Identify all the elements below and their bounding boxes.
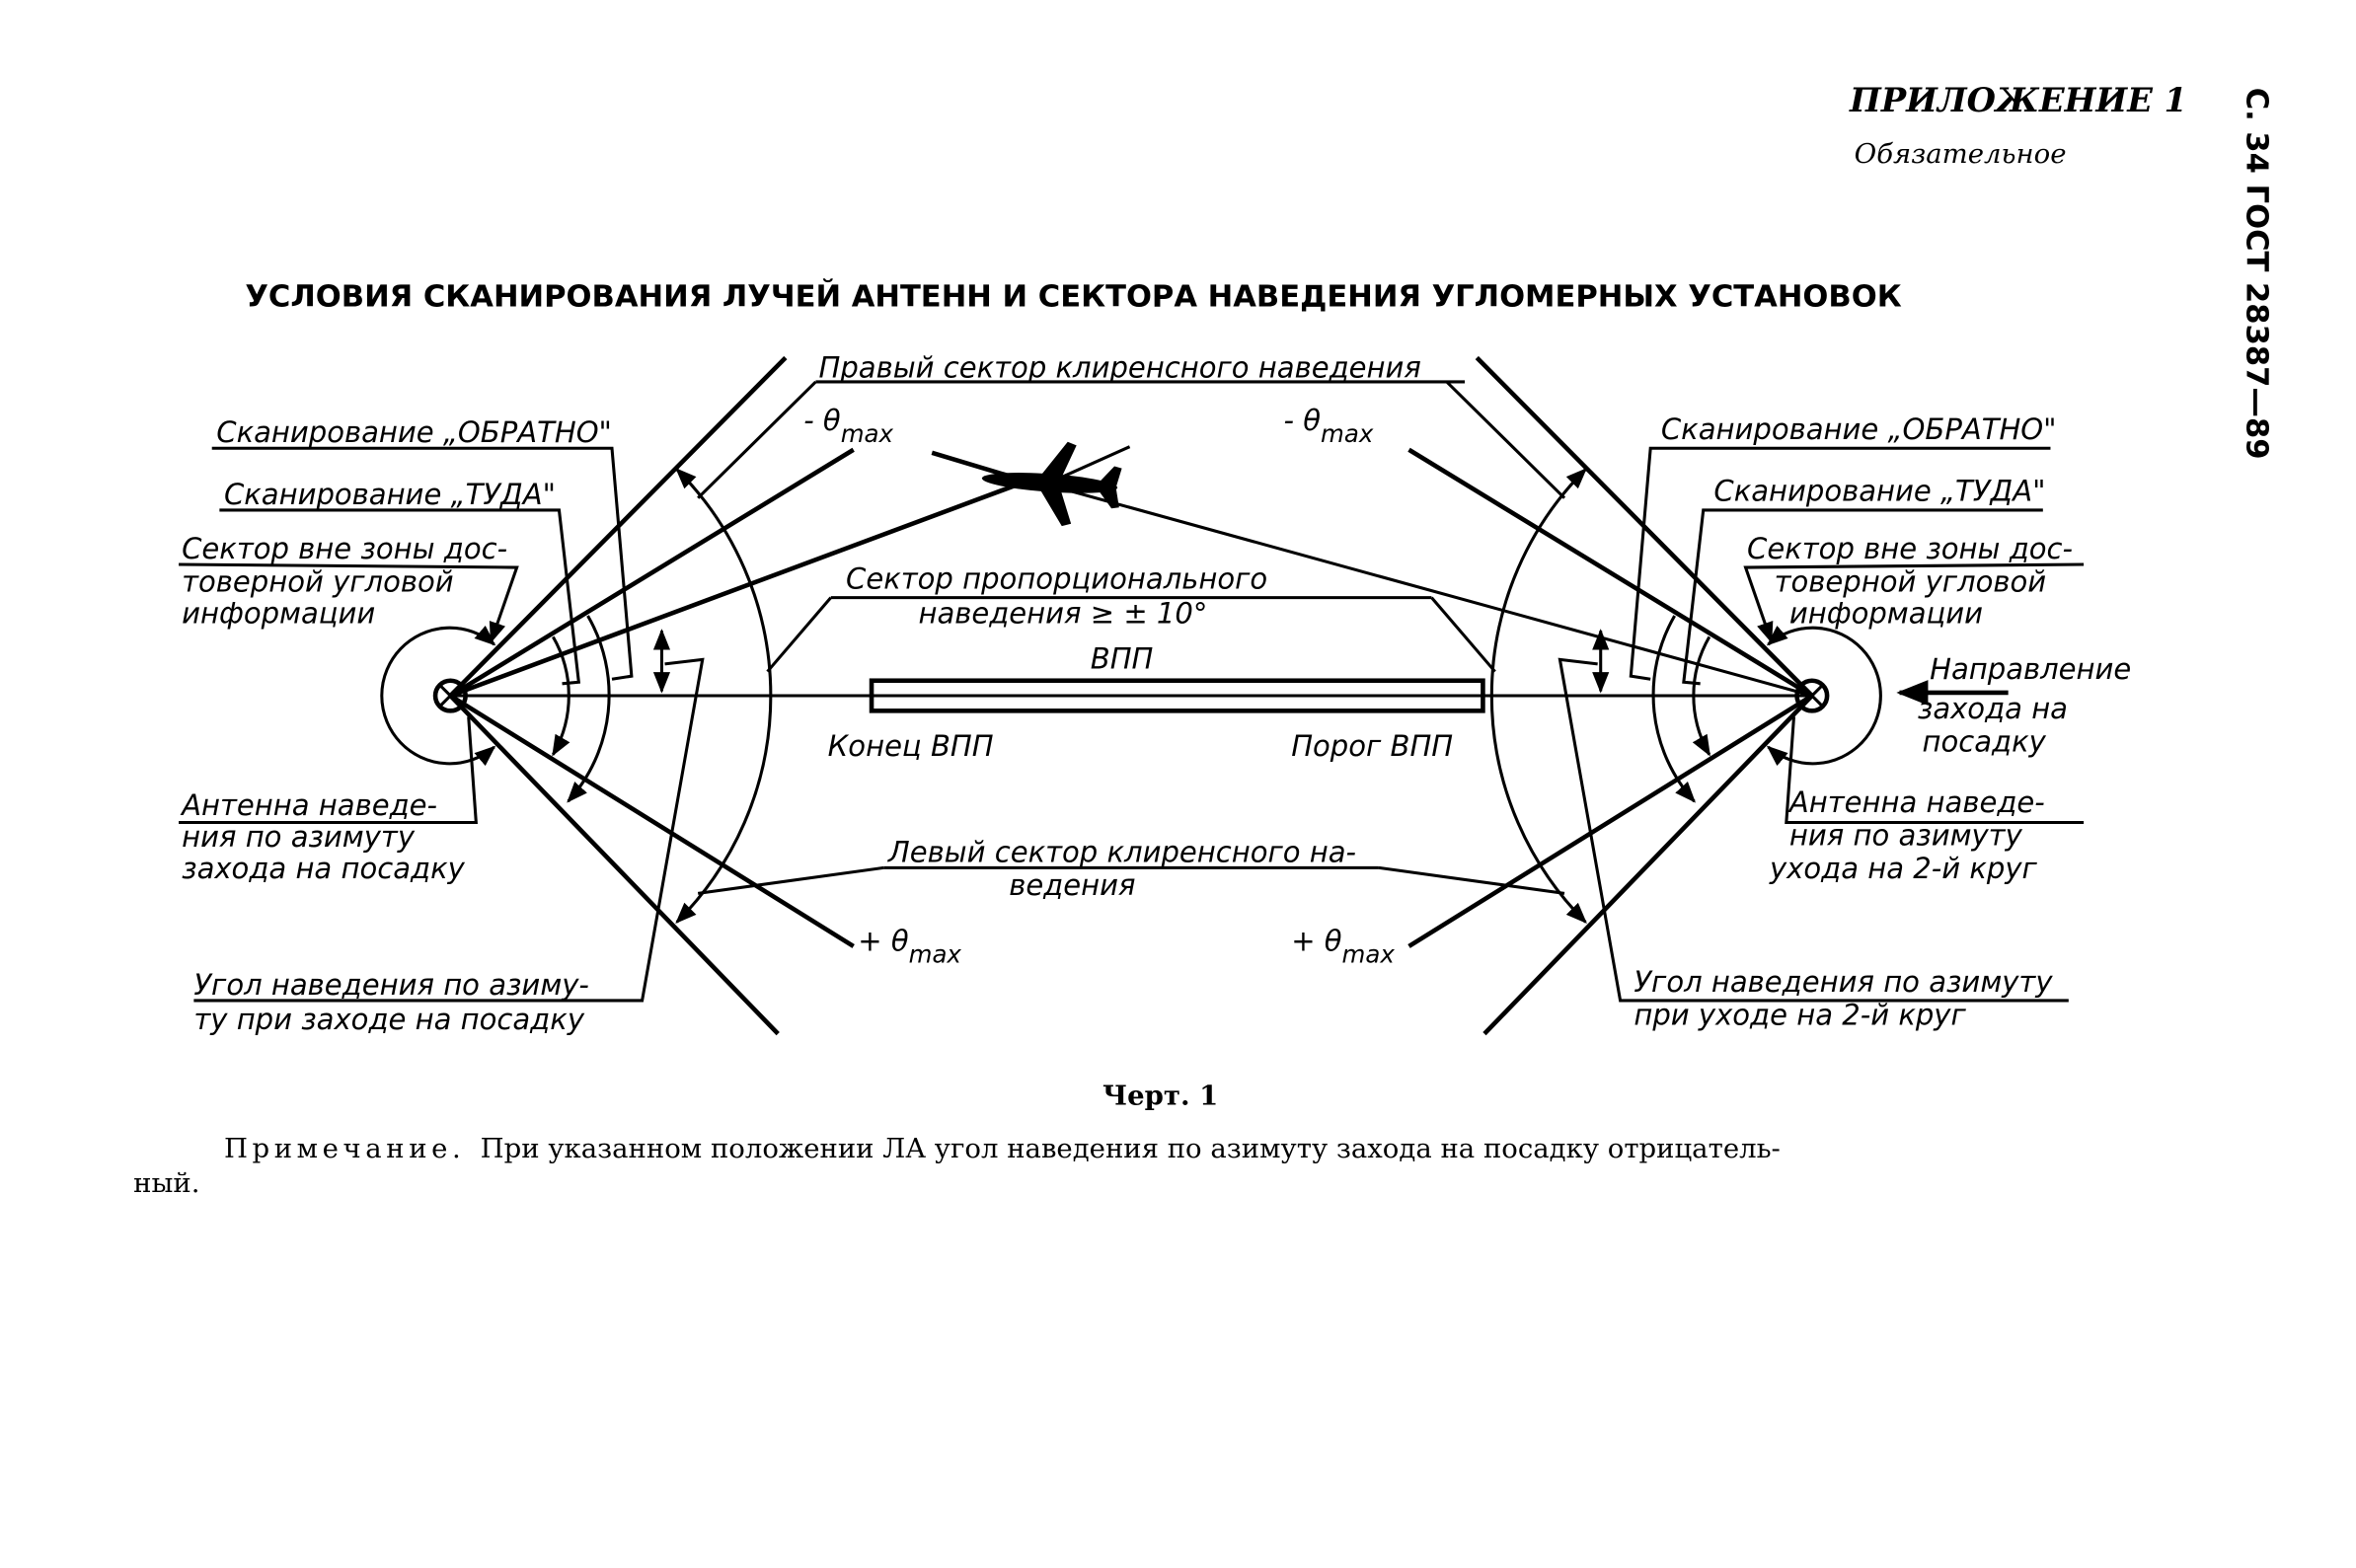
- page-reference: С. 34 ГОСТ 28387—89: [2239, 88, 2273, 460]
- left-clearance-label-2: ведения: [1009, 868, 1135, 902]
- runway-threshold-label: Порог ВПП: [1291, 729, 1453, 763]
- note-line-2: ный.: [133, 1167, 199, 1199]
- right-sector-out-label-3: информации: [1789, 597, 1983, 631]
- left-sector-out-label-2: товерной угловой: [182, 565, 454, 599]
- aircraft-bearing-line: [449, 478, 1031, 699]
- plus-theta-max-left: + θmax: [858, 924, 961, 968]
- leader-line: [193, 657, 705, 1003]
- right-scan-back-label: Сканирование „ОБРАТНО": [1661, 412, 2057, 446]
- minus-theta-max-left: - θmax: [803, 404, 893, 448]
- right-antenna-label-1: Антенна наведе-: [1787, 785, 2045, 819]
- left-scan-back-label: Сканирование „ОБРАТНО": [216, 415, 612, 449]
- leader-line: [219, 508, 581, 686]
- left-sector-out-label-1: Сектор вне зоны дос-: [182, 532, 507, 565]
- left-angle-label-2: ту при заходе на посадку: [193, 1003, 584, 1036]
- left-angle-label-1: Угол наведения по азиму-: [193, 968, 589, 1002]
- leader-line: [211, 446, 634, 681]
- minus-theta-max-right: - θmax: [1284, 404, 1374, 448]
- figure-caption: Черт. 1: [1102, 1080, 1218, 1111]
- right-antenna-label-3: ухода на 2-й круг: [1769, 852, 2038, 885]
- direction-label-1: Направление: [1930, 652, 2131, 686]
- left-antenna-label-2: ния по азимуту: [182, 820, 416, 854]
- runway-label: ВПП: [1091, 642, 1154, 676]
- beam-line: [449, 447, 855, 698]
- direction-label-2: захода на: [1918, 692, 2068, 725]
- figure-title: УСЛОВИЯ СКАНИРОВАНИЯ ЛУЧЕЙ АНТЕНН И СЕКТ…: [245, 278, 1901, 314]
- left-antenna-label-3: захода на посадку: [182, 852, 466, 885]
- left-sector-out-label-3: информации: [182, 597, 375, 631]
- direction-label-3: посадку: [1922, 725, 2046, 759]
- left-clearance-label-1: Левый сектор клиренсного на-: [887, 835, 1356, 868]
- beam-line: [449, 694, 855, 948]
- right-clearance-label: Правый сектор клиренсного наведения: [819, 350, 1421, 384]
- proportional-label-2: наведения ≥ ± 10°: [918, 597, 1207, 631]
- right-sector-out-label-1: Сектор вне зоны дос-: [1747, 532, 2073, 565]
- left-scan-to-label: Сканирование „ТУДА": [224, 478, 556, 511]
- right-angle-label-2: при уходе на 2-й круг: [1634, 998, 1966, 1031]
- leader-line: [179, 562, 519, 643]
- aircraft-icon: [981, 441, 1122, 527]
- proportional-label-1: Сектор пропорционального: [846, 561, 1267, 595]
- appendix-heading: ПРИЛОЖЕНИЕ 1: [1849, 80, 2187, 119]
- right-sector-out-label-2: товерной угловой: [1775, 565, 2047, 599]
- out-of-zone-arc: [380, 625, 496, 767]
- leader-line: [179, 716, 478, 825]
- aircraft-bearing-line: [1029, 478, 1813, 698]
- appendix-status: Обязательное: [1855, 138, 2067, 170]
- right-angle-label-1: Угол наведения по азимуту: [1634, 965, 2053, 999]
- right-antenna-label-2: ния по азимуту: [1789, 818, 2023, 852]
- runway-end-label: Конец ВПП: [828, 729, 994, 763]
- leader-line: [697, 380, 817, 499]
- note-line-1: Примечание.При указанном положении ЛА уг…: [224, 1133, 1781, 1164]
- plus-theta-max-right: + θmax: [1291, 924, 1395, 968]
- leader-line: [697, 865, 884, 895]
- right-scan-to-label: Сканирование „ТУДА": [1713, 475, 2045, 508]
- beam-line: [448, 694, 780, 1036]
- left-antenna-label-1: Антенна наведе-: [180, 788, 437, 822]
- leader-line: [766, 596, 832, 673]
